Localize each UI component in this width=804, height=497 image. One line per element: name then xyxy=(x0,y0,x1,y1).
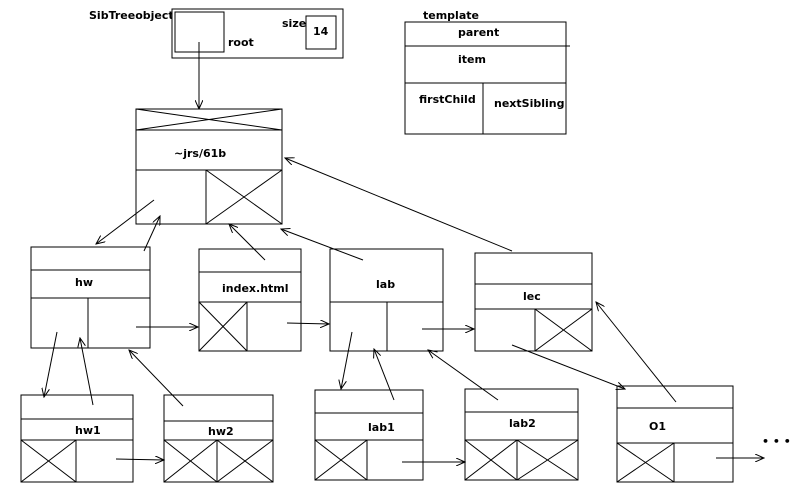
arrow-hw2-to-hw xyxy=(129,350,184,407)
arrow-index-to-lab xyxy=(286,323,329,324)
arrow-lec-to-o1 xyxy=(511,344,625,389)
arrow-lab-to-lab1 xyxy=(341,331,353,389)
node-hw-label: hw xyxy=(75,276,93,289)
node-index-html: index.html xyxy=(198,248,302,352)
arrow-root-to-hw xyxy=(96,199,155,244)
template-parent-label: parent xyxy=(458,26,499,39)
node-hw1: hw1 xyxy=(20,394,134,483)
node-lab2-label: lab2 xyxy=(509,417,536,430)
template-legend: template parent item firstChild nextSibl… xyxy=(404,9,570,135)
node-lab1-label: lab1 xyxy=(368,421,395,434)
template-title: template xyxy=(423,9,479,22)
node-lab-label: lab xyxy=(376,278,395,291)
node-hw1-label: hw1 xyxy=(75,424,101,437)
pointer-arrows xyxy=(44,158,764,462)
sib-tree-object-title: SibTreeobject xyxy=(89,9,174,22)
arrow-o1-to-lec xyxy=(596,302,677,403)
template-item-label: item xyxy=(458,53,486,66)
arrow-lab-to-root xyxy=(281,229,364,261)
node-o1: O1 xyxy=(616,385,734,483)
node-index-html-label: index.html xyxy=(222,282,289,295)
node-hw: hw xyxy=(30,246,151,349)
node-o1-label: O1 xyxy=(649,420,666,433)
size-field xyxy=(305,15,337,50)
node-root: ~jrs/61b xyxy=(135,108,283,225)
node-lab: lab xyxy=(329,248,444,352)
root-label: root xyxy=(228,36,254,49)
size-value: 14 xyxy=(313,25,329,38)
arrow-lec-to-root xyxy=(285,158,513,252)
arrow-lab1-to-lab xyxy=(374,349,395,401)
node-lab1: lab1 xyxy=(314,389,424,481)
arrow-lab2-to-lab xyxy=(428,350,499,401)
arrow-index-to-root xyxy=(229,224,266,261)
arrow-hw1-to-hw xyxy=(80,338,94,406)
node-hw2: hw2 xyxy=(163,394,274,483)
node-lec-label: lec xyxy=(523,290,541,303)
arrow-hw-to-root xyxy=(143,216,160,252)
ellipsis: • • • xyxy=(762,435,791,448)
template-first-child-label: firstChild xyxy=(419,93,476,106)
node-root-label: ~jrs/61b xyxy=(174,147,226,160)
node-lab2: lab2 xyxy=(464,388,579,481)
sib-tree-object: SibTreeobject root size 14 xyxy=(89,8,344,109)
size-label: size xyxy=(282,17,306,30)
node-hw2-label: hw2 xyxy=(208,425,234,438)
arrow-hw1-to-hw2 xyxy=(115,459,164,460)
template-next-sibling-label: nextSibling xyxy=(494,97,564,110)
node-lec: lec xyxy=(474,252,593,352)
arrow-hw-to-hw1 xyxy=(44,331,58,397)
template-box xyxy=(404,21,567,135)
